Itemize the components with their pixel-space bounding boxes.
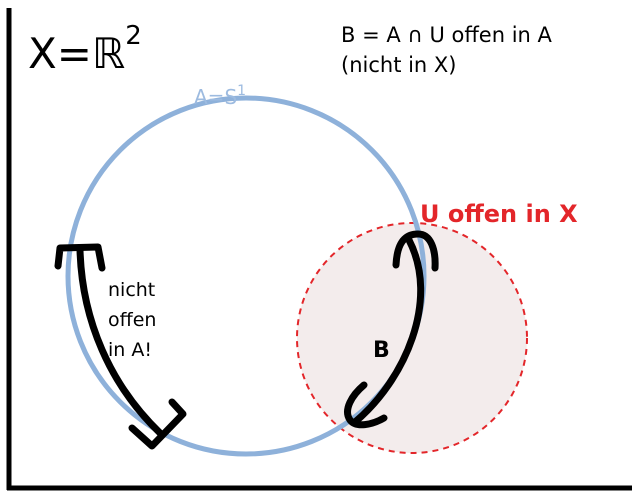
arc-b-top-end <box>392 230 439 272</box>
space-label-text: X=ℝ <box>28 29 125 78</box>
arc-b <box>351 236 425 426</box>
arc-b-bottom-end <box>344 381 388 429</box>
statement-line-2: (nicht in X) <box>341 53 457 77</box>
counterexample-line-1: nicht <box>108 279 155 301</box>
arc-left-bottom-end <box>128 398 187 450</box>
counterexample-line-2: offen <box>108 309 156 331</box>
statement-line-1: B = A ∩ U offen in A <box>341 23 553 47</box>
space-label: X=ℝ2 <box>28 21 142 78</box>
set-u-label: U offen in X <box>420 200 578 228</box>
circle-label: A=S1 <box>194 83 246 109</box>
circle-a <box>65 95 427 457</box>
counterexample-line-3: in A! <box>108 339 152 361</box>
set-b-label: B <box>373 338 390 363</box>
arc-left <box>76 246 164 437</box>
circle-label-text: A=S <box>194 85 237 109</box>
arc-left-top-end <box>54 243 106 272</box>
circle-label-exponent: 1 <box>237 83 246 99</box>
space-label-exponent: 2 <box>125 21 142 51</box>
